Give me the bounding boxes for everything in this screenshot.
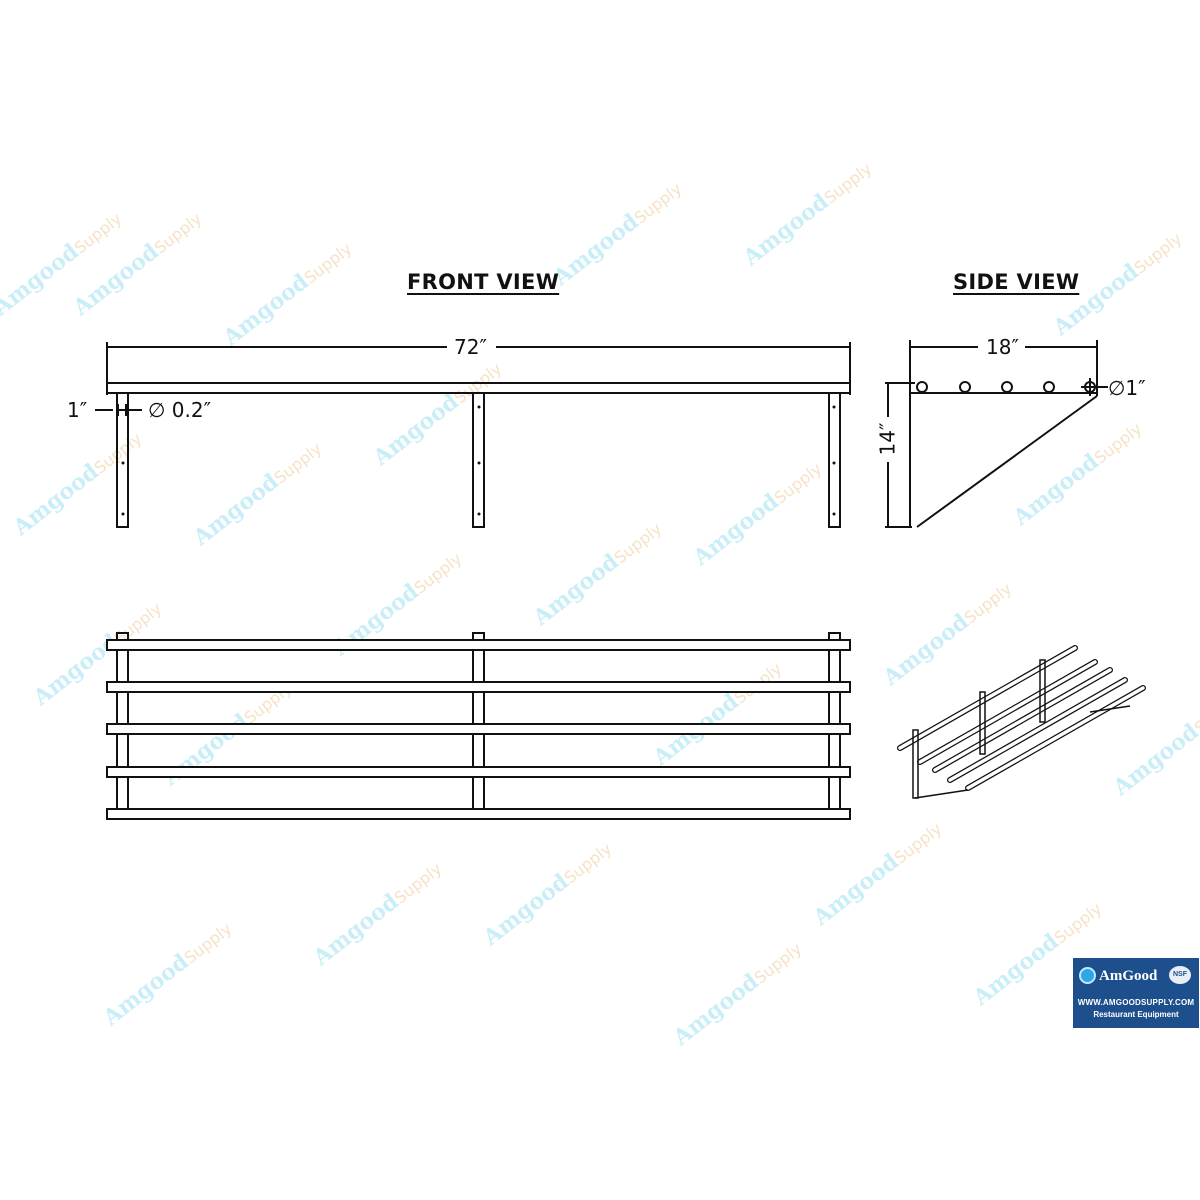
amgood-badge: AmGood NSF WWW.AMGOODSUPPLY.COM Restaura… xyxy=(1073,958,1199,1028)
isometric-view-drawing xyxy=(897,645,1146,799)
side-view-drawing xyxy=(885,340,1108,528)
front-view-drawing xyxy=(95,342,851,528)
amgood-logo-icon xyxy=(1079,967,1096,984)
front-width-dimension: 72″ xyxy=(450,336,491,358)
rod-diameter-dimension: ∅1″ xyxy=(1108,376,1146,400)
hole-diameter-dimension: ∅ 0.2″ xyxy=(148,398,212,422)
badge-brand: AmGood xyxy=(1099,968,1158,984)
side-height-dimension: 14″ xyxy=(875,418,899,460)
side-view-title: SIDE VIEW xyxy=(953,270,1080,294)
side-depth-dimension: 18″ xyxy=(982,336,1023,358)
badge-url: WWW.AMGOODSUPPLY.COM xyxy=(1077,998,1195,1007)
nsf-certification-icon: NSF xyxy=(1169,966,1191,984)
badge-tagline: Restaurant Equipment xyxy=(1093,1010,1179,1019)
top-view-drawing xyxy=(106,632,851,820)
leg-offset-dimension: 1″ xyxy=(67,398,88,422)
front-view-title: FRONT VIEW xyxy=(407,270,560,294)
